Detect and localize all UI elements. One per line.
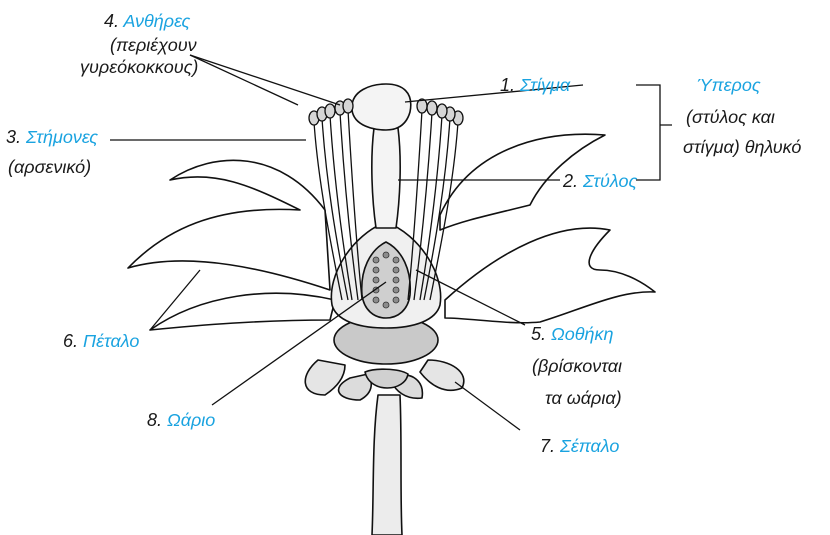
- anthers-term: Ανθήρες: [123, 11, 190, 31]
- label-anthers: 4. Ανθήρες: [104, 10, 190, 32]
- leader-sepal: [455, 382, 520, 430]
- label-pistil: Ύπερος: [696, 74, 761, 96]
- stamens-note-1: (αρσενικό): [8, 156, 91, 178]
- label-ovary: 5. Ωοθήκη: [531, 323, 614, 345]
- ovary-term: Ωοθήκη: [551, 324, 613, 344]
- pistil-note-2: στίγμα) θηλυκό: [683, 136, 801, 158]
- petal-left-lower: [150, 293, 335, 330]
- sepal-term: Σέπαλο: [560, 436, 619, 456]
- ovary-note-2: τα ωάρια): [545, 387, 622, 409]
- label-ovule: 8. Ωάριο: [147, 409, 215, 431]
- pistil-note-1: (στύλος και: [686, 106, 775, 128]
- petal-left: [128, 160, 330, 290]
- sepal-left-2: [339, 374, 372, 400]
- stamens-term: Στήμονες: [26, 127, 98, 147]
- ovule-term: Ωάριο: [167, 410, 215, 430]
- pistil-bracket: [636, 85, 672, 180]
- petal-term: Πέταλο: [83, 331, 139, 351]
- label-style: 2. Στύλος: [563, 170, 637, 192]
- label-petal: 6. Πέταλο: [63, 330, 139, 352]
- leader-anthers-2: [190, 55, 340, 105]
- pistil-term: Ύπερος: [696, 75, 761, 95]
- stigma-shape: [352, 84, 411, 130]
- leader-anthers-1: [190, 55, 298, 105]
- label-stigma: 1. Στίγμα: [500, 74, 570, 96]
- style-term: Στύλος: [583, 171, 637, 191]
- sepal-right: [420, 360, 464, 390]
- anthers-note-2: γυρεόκοκκους): [80, 56, 198, 78]
- petal-right: [445, 228, 655, 323]
- anthers-note-1: (περιέχουν: [110, 34, 197, 56]
- stem: [372, 395, 402, 535]
- stigma-term: Στίγμα: [520, 75, 570, 95]
- style-shape: [372, 128, 400, 228]
- label-sepal: 7. Σέπαλο: [540, 435, 619, 457]
- ovary-note-1: (βρίσκονται: [532, 355, 622, 377]
- label-stamens: 3. Στήμονες: [6, 126, 98, 148]
